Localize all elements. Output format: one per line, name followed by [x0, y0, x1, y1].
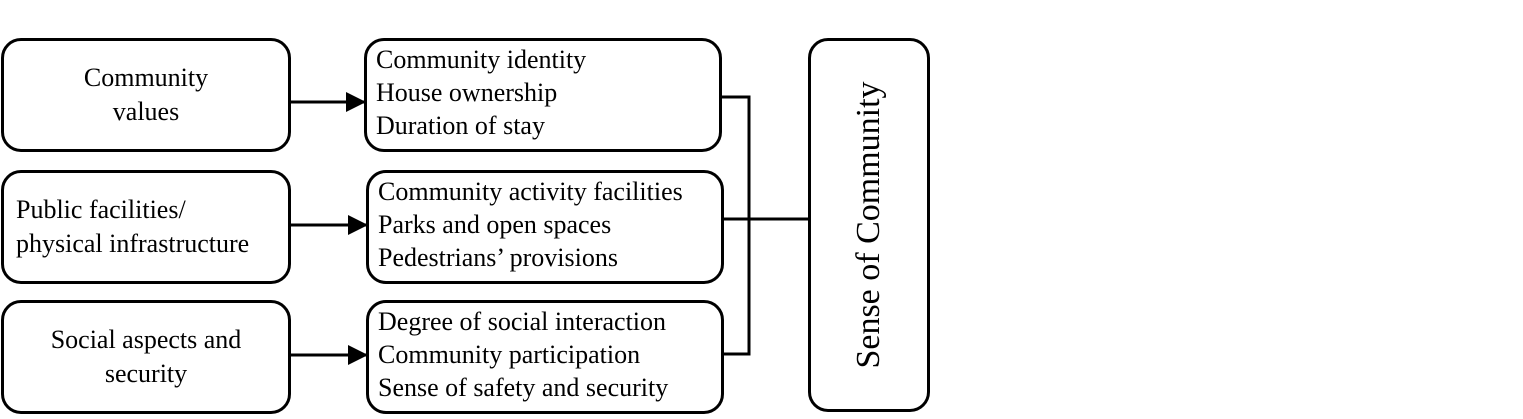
indicator-item: Parks and open spaces	[378, 210, 612, 239]
indicator-item: Community participation	[378, 340, 641, 369]
category-label-line: security	[104, 359, 188, 388]
category-box-community-values: Community values	[1, 38, 291, 152]
arrowhead-social-aspects	[348, 345, 368, 365]
arrowhead-public-facilities	[348, 215, 368, 235]
category-label-line: Public facilities/	[16, 195, 186, 224]
category-label-line: Community	[83, 63, 209, 92]
indicator-item: Sense of safety and security	[378, 373, 669, 402]
outcome-box-sense-of-community: Sense of Community	[808, 38, 930, 412]
category-label-line: values	[112, 97, 180, 126]
arrowhead-community-values	[346, 92, 366, 112]
indicator-box-social-aspects: Degree of social interaction Community p…	[366, 300, 724, 414]
indicator-box-community-values: Community identity House ownership Durat…	[364, 38, 722, 152]
outcome-label: Sense of Community	[850, 81, 887, 369]
indicator-item: Duration of stay	[376, 111, 545, 140]
indicator-item: Degree of social interaction	[378, 307, 667, 336]
indicator-item: Community activity facilities	[378, 177, 683, 206]
indicator-box-public-facilities: Community activity facilities Parks and …	[366, 170, 724, 284]
category-box-public-facilities: Public facilities/ physical infrastructu…	[1, 170, 291, 284]
indicator-item: Community identity	[376, 45, 587, 74]
category-label-line: Social aspects and	[50, 325, 242, 354]
indicator-item: House ownership	[376, 78, 558, 107]
bracket-connector	[721, 95, 751, 356]
category-box-social-aspects: Social aspects and security	[1, 300, 291, 414]
indicator-item: Pedestrians’ provisions	[378, 243, 618, 272]
category-label-line: physical infrastructure	[16, 229, 250, 258]
